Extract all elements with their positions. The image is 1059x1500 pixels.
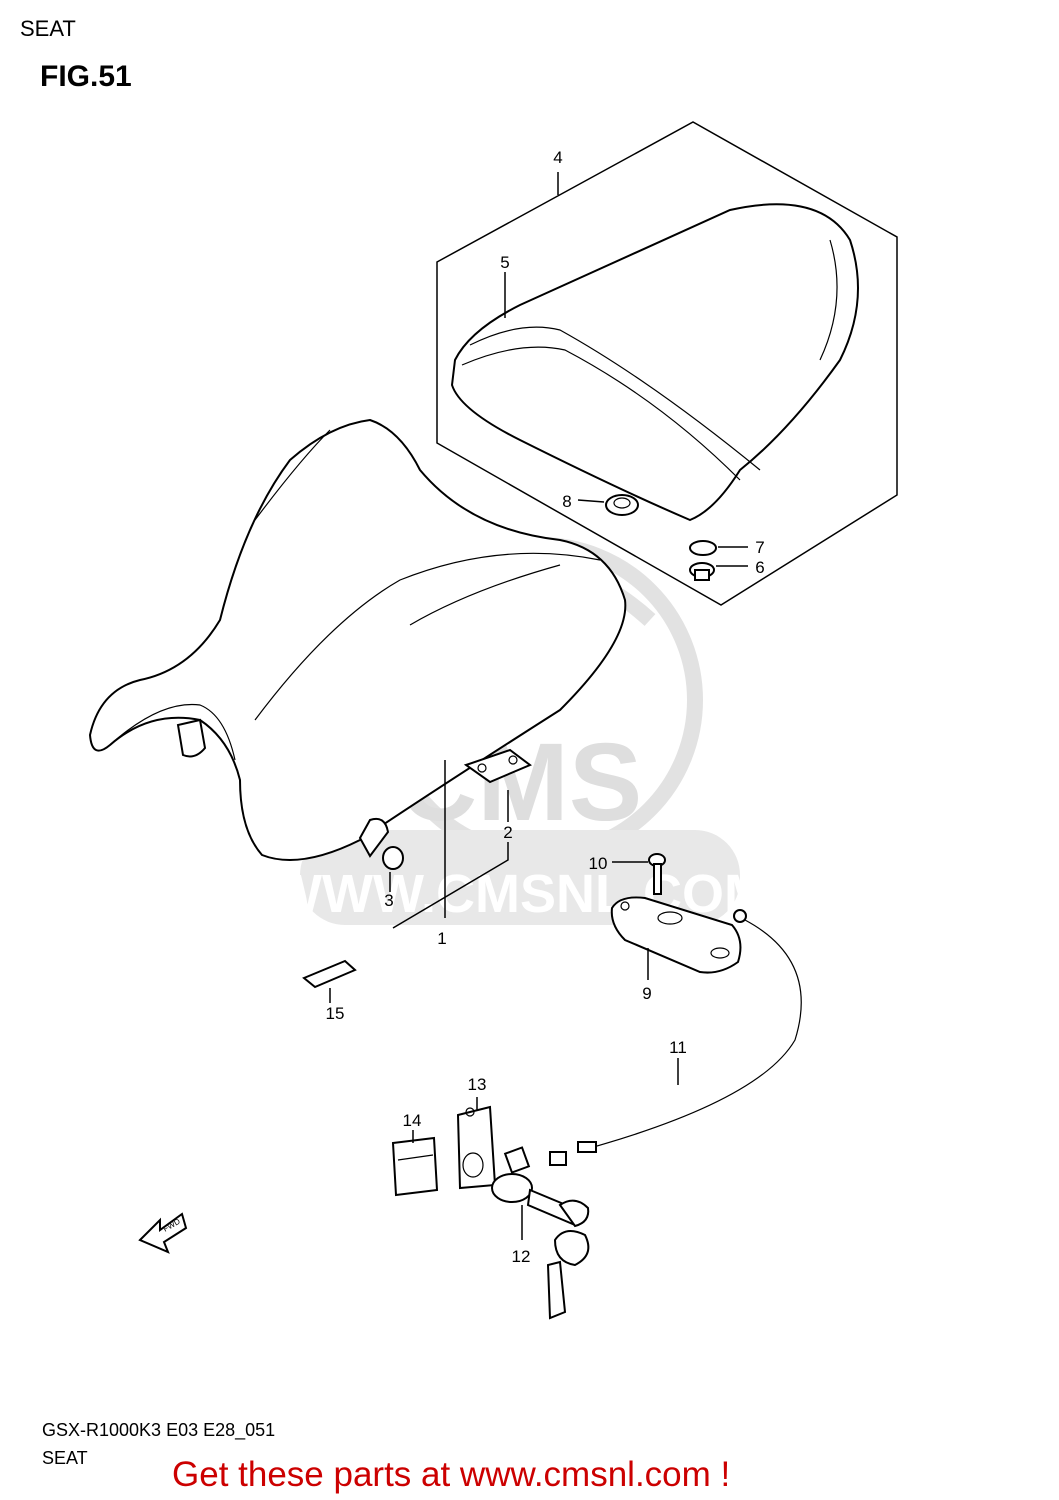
callout-13: 13 [468, 1075, 487, 1094]
seat-lock-base [610, 896, 742, 974]
callout-3: 3 [384, 891, 393, 910]
cushion [382, 846, 404, 870]
callout-5: 5 [500, 253, 509, 272]
page-header: SEAT [20, 16, 76, 41]
release-cable [549, 909, 802, 1166]
callout-9: 9 [642, 984, 651, 1003]
callout-14: 14 [403, 1111, 422, 1130]
lock-bracket [456, 1105, 497, 1190]
callout-7: 7 [755, 538, 764, 557]
seat-lock-set [491, 1146, 590, 1320]
screw [648, 853, 666, 895]
callout-6: 6 [755, 558, 764, 577]
washer [689, 540, 717, 556]
figure-title: FIG.51 [40, 60, 132, 93]
hinge-bracket [463, 748, 532, 784]
footer-title: SEAT [42, 1448, 88, 1468]
bolt [689, 562, 715, 581]
callout-15: 15 [326, 1004, 345, 1023]
callout-1: 1 [437, 929, 446, 948]
callout-11: 11 [669, 1038, 687, 1057]
grommet [605, 494, 639, 516]
callout-2: 2 [503, 823, 512, 842]
cta-link[interactable]: Get these parts at www.cmsnl.com ! [172, 1455, 731, 1494]
rear-seat [450, 203, 859, 522]
rear-seat-group-box [436, 121, 898, 606]
callout-10: 10 [589, 854, 608, 873]
front-seat [88, 418, 627, 861]
footer-code: GSX-R1000K3 E03 E28_051 [42, 1420, 276, 1440]
callout-12: 12 [512, 1247, 531, 1266]
callout-4: 4 [553, 148, 562, 167]
lock-clip [391, 1136, 439, 1197]
forward-arrow-icon: FWD [138, 1212, 188, 1254]
seat-strip [302, 959, 357, 989]
callout-8: 8 [562, 492, 571, 511]
